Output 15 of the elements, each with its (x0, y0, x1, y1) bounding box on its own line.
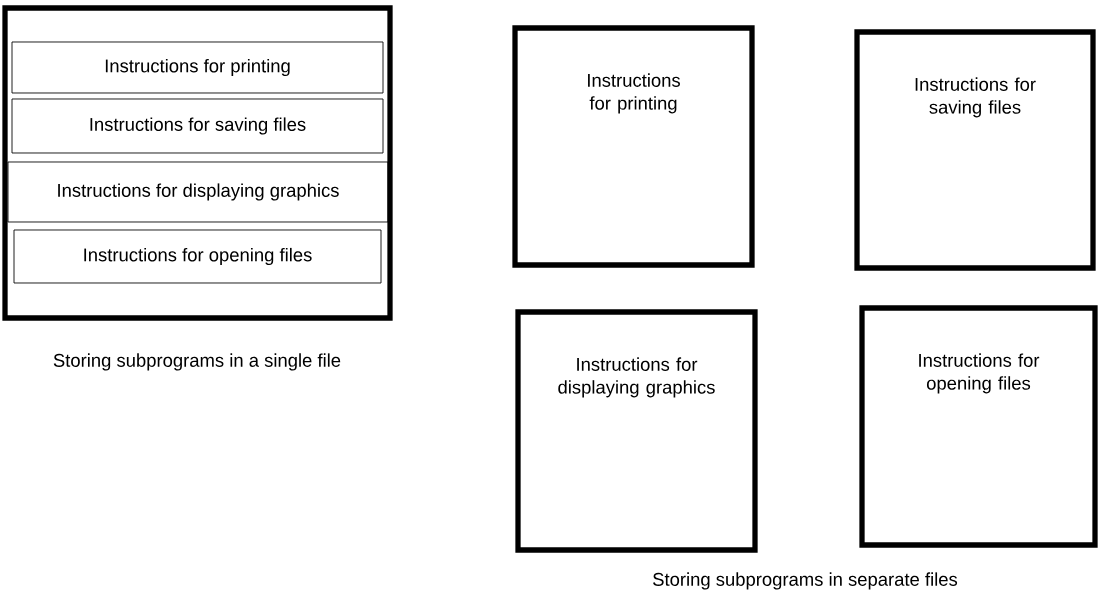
instruction-box: Instructions for opening files (13, 229, 382, 284)
instruction-box: Instructions for displaying graphics (7, 161, 389, 223)
instruction-box: Instructions for printing (11, 41, 384, 94)
file-box (512, 25, 755, 268)
box-text: Instructions for displaying graphics (558, 357, 715, 398)
file-box (859, 305, 1098, 548)
instruction-box: Instructions for saving files (11, 98, 384, 154)
box-text: Instructions for saving files (915, 77, 1036, 118)
file-box (515, 309, 758, 553)
caption: Storing subprograms in a single file (53, 353, 341, 371)
file-box (854, 29, 1096, 271)
box-text: Instructions for printing (588, 73, 680, 114)
box-text: Instructions for opening files (919, 353, 1040, 394)
outer-box (2, 5, 393, 321)
caption: Storing subprograms in separate files (653, 572, 958, 590)
